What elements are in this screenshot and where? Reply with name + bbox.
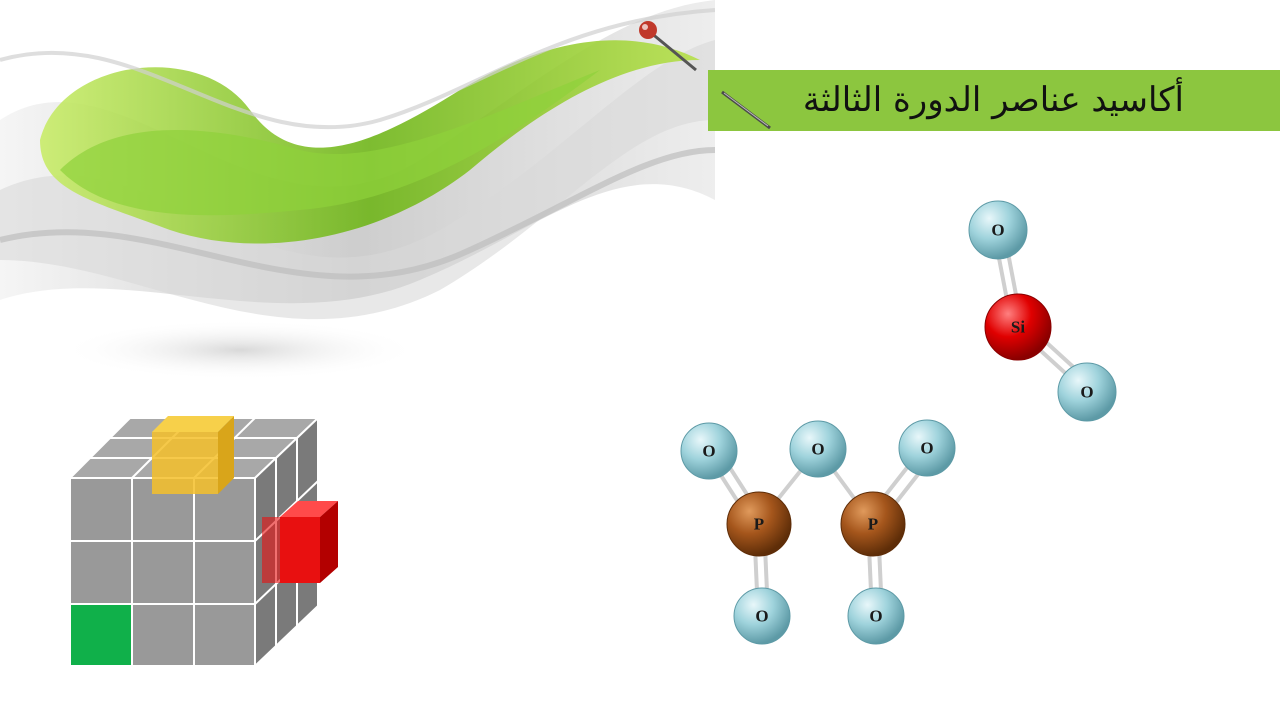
sio2-molecule: O Si O [968, 200, 1117, 422]
oxygen-atom: O [789, 420, 847, 478]
svg-text:Si: Si [1011, 318, 1025, 337]
svg-text:O: O [755, 607, 768, 626]
svg-text:P: P [754, 515, 764, 534]
svg-text:O: O [991, 221, 1004, 240]
slide-title: أكاسيد عناصر الدورة الثالثة [802, 80, 1184, 120]
oxygen-atom: O [898, 419, 956, 477]
oxygen-atom: O [847, 587, 905, 645]
p2o5-molecule: O O O P P O O [680, 419, 956, 645]
svg-text:O: O [702, 442, 715, 461]
cube-decoration [67, 415, 338, 669]
svg-text:O: O [869, 607, 882, 626]
svg-text:O: O [920, 439, 933, 458]
svg-text:O: O [811, 440, 824, 459]
svg-text:O: O [1080, 383, 1093, 402]
needle-icon [721, 90, 771, 130]
phosphorus-atom: P [726, 491, 792, 557]
title-bar: أكاسيد عناصر الدورة الثالثة [708, 70, 1280, 131]
silicon-atom: Si [984, 293, 1052, 361]
oxygen-atom: O [680, 422, 738, 480]
svg-text:P: P [868, 515, 878, 534]
wave-decoration [0, 0, 715, 400]
oxygen-atom: O [968, 200, 1028, 260]
oxygen-atom: O [1057, 362, 1117, 422]
oxygen-atom: O [733, 587, 791, 645]
pin-icon [639, 21, 697, 72]
phosphorus-atom: P [840, 491, 906, 557]
